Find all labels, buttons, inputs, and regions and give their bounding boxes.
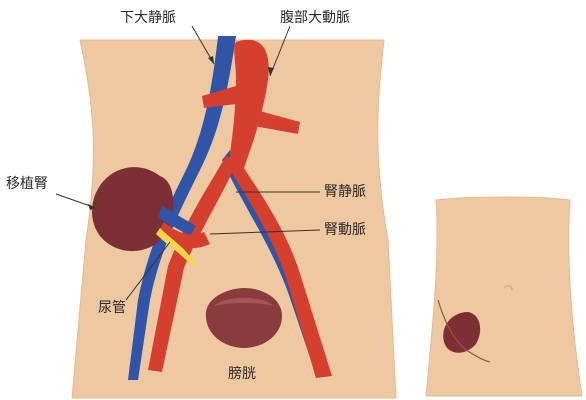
inset-torso <box>426 197 582 396</box>
label-transplanted-kidney: 移植腎 <box>6 176 48 192</box>
label-renal-artery: 腎動脈 <box>324 222 366 238</box>
label-renal-vein: 腎静脈 <box>324 184 366 200</box>
inset-illustration <box>426 197 582 396</box>
main-illustration <box>72 36 396 398</box>
label-inferior-vena-cava: 下大静脈 <box>120 10 176 26</box>
label-ureter: 尿管 <box>98 300 126 316</box>
label-abdominal-aorta: 腹部大動脈 <box>280 9 350 26</box>
label-bladder: 膀胱 <box>228 365 256 382</box>
